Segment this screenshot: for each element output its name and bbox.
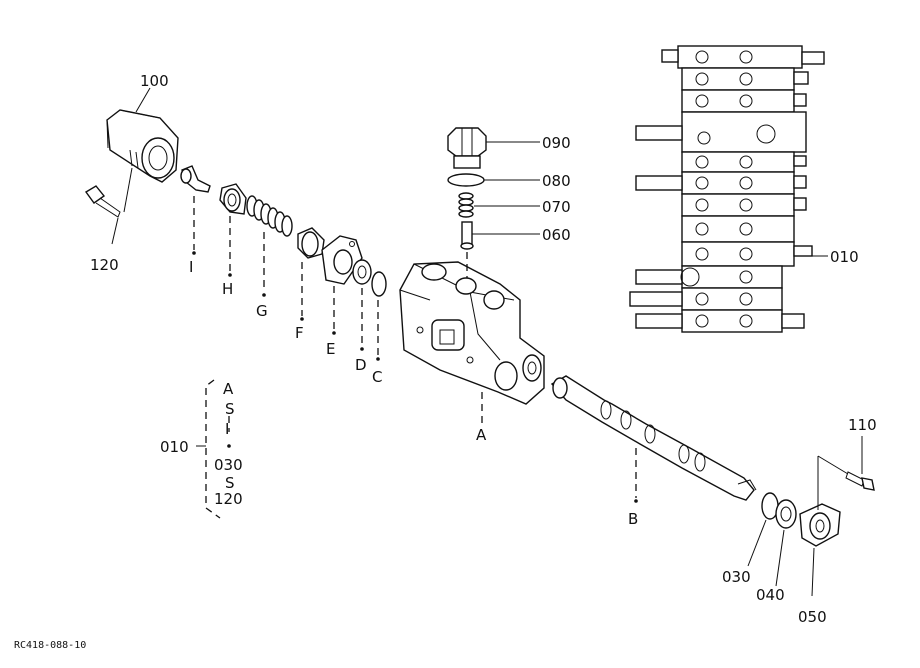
drawing-code: RC418-088-10 [14, 640, 86, 651]
label-D: D [355, 356, 367, 374]
part-040-washer[interactable] [775, 499, 797, 529]
part-010-assembly[interactable] [629, 45, 825, 333]
part-060-pin[interactable] [460, 221, 474, 250]
part-050-cap[interactable] [799, 503, 841, 547]
label-100: 100 [140, 72, 169, 90]
label-C: C [372, 368, 382, 386]
label-E: E [326, 340, 335, 358]
part-D-washer[interactable] [352, 259, 372, 285]
label-110: 110 [848, 416, 877, 434]
part-070-spring[interactable] [458, 192, 474, 218]
legend-range2-end: 120 [214, 490, 243, 508]
label-010: 010 [830, 248, 859, 266]
label-080: 080 [542, 172, 571, 190]
part-H[interactable] [219, 183, 247, 215]
part-110-bolt[interactable] [845, 471, 875, 491]
legend-range1-end: I [225, 420, 229, 438]
label-I: I [189, 258, 193, 276]
legend-tilde1: S [225, 400, 235, 418]
legend-range1-start: A [223, 380, 234, 398]
part-E-plate[interactable] [321, 235, 363, 285]
label-120: 120 [90, 256, 119, 274]
legend-group-number: 010 [160, 438, 189, 456]
label-F: F [295, 324, 304, 342]
part-C-oring[interactable] [371, 271, 387, 297]
label-030: 030 [722, 568, 751, 586]
part-080-ring[interactable] [447, 173, 485, 187]
part-090-plug[interactable] [447, 127, 487, 169]
label-090: 090 [542, 134, 571, 152]
label-050: 050 [798, 608, 827, 626]
label-B: B [628, 510, 638, 528]
legend-range2-start: 030 [214, 456, 243, 474]
label-H: H [222, 280, 233, 298]
label-040: 040 [756, 586, 785, 604]
part-B-spool[interactable] [550, 375, 757, 501]
label-060: 060 [542, 226, 571, 244]
legend-tilde2: S [225, 474, 235, 492]
part-100-cover[interactable] [106, 109, 179, 183]
part-A-valve-body[interactable] [399, 261, 545, 405]
part-F[interactable] [297, 227, 325, 259]
label-070: 070 [542, 198, 571, 216]
legend-group-bracket [196, 379, 231, 519]
label-G: G [256, 302, 268, 320]
part-G-spring[interactable] [246, 195, 293, 237]
label-A: A [476, 426, 487, 444]
part-I[interactable] [180, 165, 211, 193]
part-120-bolt[interactable] [84, 185, 121, 218]
